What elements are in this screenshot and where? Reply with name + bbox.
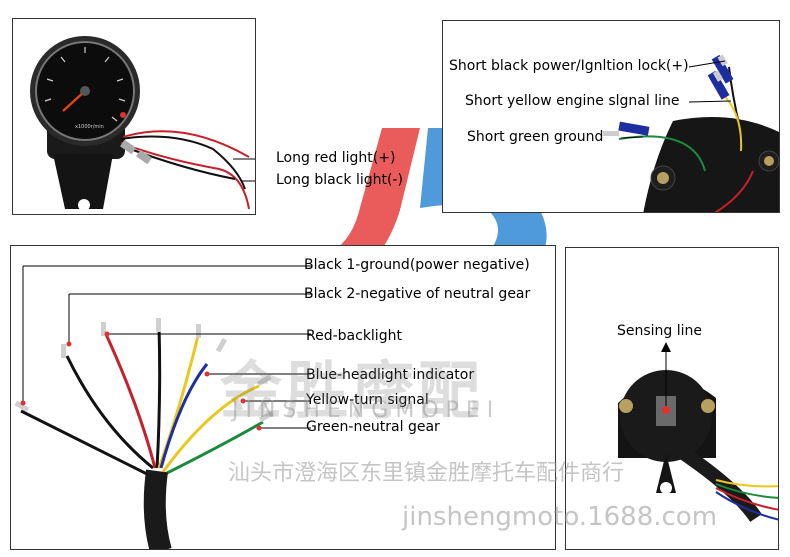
label-black1: Black 1-ground(power negative) — [304, 257, 530, 273]
panel-gauge-back — [442, 20, 780, 213]
label-short-black: Short black power/Ignltion lock(+) — [449, 58, 689, 74]
label-blue: Blue-headlight indicator — [306, 367, 475, 383]
label-long-black: Long black light(-) — [276, 172, 403, 188]
label-sensing: Sensing line — [617, 323, 703, 339]
panel-gauge-front: ▸ ▸ x1000r/min — [12, 18, 256, 215]
label-short-green: Short green ground — [467, 129, 604, 145]
leader-lines — [22, 265, 311, 429]
gauge-back-image — [603, 54, 779, 212]
connector-pins — [14, 318, 274, 423]
harness-wires — [20, 325, 264, 549]
marker-dots — [20, 331, 262, 431]
label-green: Green-neutral gear — [306, 419, 440, 435]
label-long-red: Long red light(+) — [276, 150, 396, 166]
panel-sensing-line — [565, 247, 779, 550]
label-yellow: Yellow-turn signal — [306, 392, 429, 408]
leader-lines — [661, 342, 671, 406]
label-black2: Black 2-negative of neutral gear — [304, 286, 531, 302]
panel-wire-harness — [10, 245, 556, 550]
gauge-rear-image — [618, 370, 778, 523]
gauge-unit-label: x1000r/min — [75, 124, 104, 130]
label-red: Red-backlight — [306, 328, 402, 344]
gauge-image — [30, 36, 250, 211]
leader-lines — [620, 60, 732, 139]
label-short-yellow: Short yellow engine slgnal line — [465, 93, 680, 109]
leader-lines — [233, 158, 255, 182]
